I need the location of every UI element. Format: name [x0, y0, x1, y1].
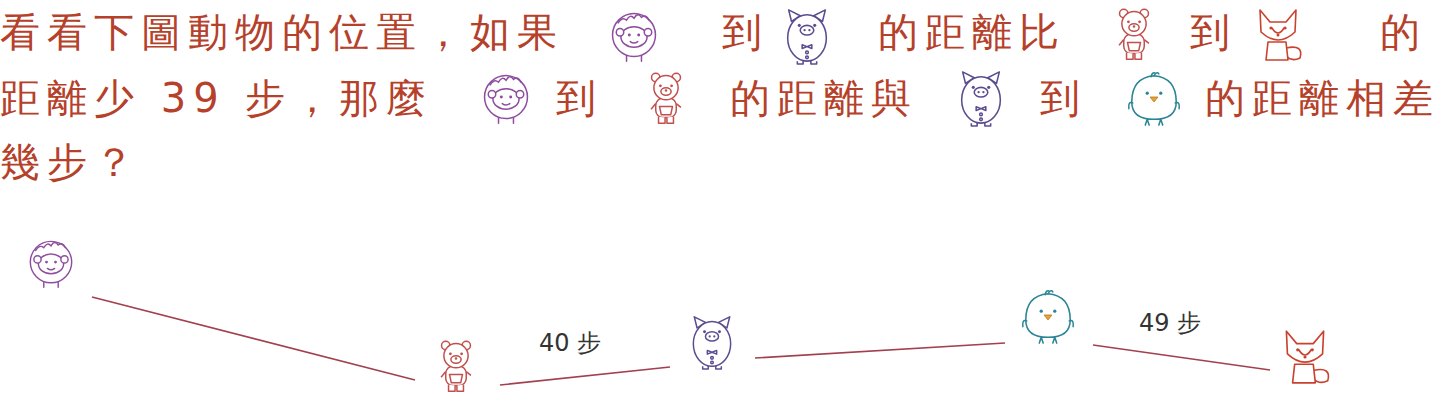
path-line [92, 297, 415, 380]
pig-figure [693, 317, 730, 369]
path-line [755, 343, 1005, 358]
sheep-figure [30, 241, 71, 287]
question-text: 到 [556, 74, 603, 122]
question-text: 的距離相差 [1205, 74, 1440, 122]
bear-icon [1119, 9, 1149, 59]
fox-figure [1286, 331, 1328, 383]
bear-figure [441, 341, 471, 391]
sheep-icon [485, 76, 528, 124]
distance-label: 49 步 [1136, 308, 1204, 338]
fox-icon [1260, 10, 1301, 60]
question-text: 距離少 39 步，那麼 [0, 74, 433, 122]
question-text: 的距離與 [730, 74, 918, 122]
chick-icon [1129, 73, 1180, 125]
chick-figure [1023, 291, 1074, 343]
question-text: 幾步？ [0, 138, 141, 186]
question-text: 到 [1190, 8, 1237, 56]
question-text: 看看下圖動物的位置，如果 [0, 8, 564, 56]
question-text: 的 [1380, 8, 1427, 56]
question-text: 到 [722, 8, 769, 56]
question-text: 的距離比 [878, 8, 1066, 56]
question-text: 到 [1040, 74, 1087, 122]
distance-label: 40 步 [536, 328, 604, 358]
bear-icon [651, 73, 681, 123]
path-line [1093, 345, 1270, 370]
path-line [500, 367, 670, 385]
pig-icon [962, 72, 1001, 126]
sheep-icon [613, 14, 656, 62]
pig-icon [788, 10, 827, 64]
